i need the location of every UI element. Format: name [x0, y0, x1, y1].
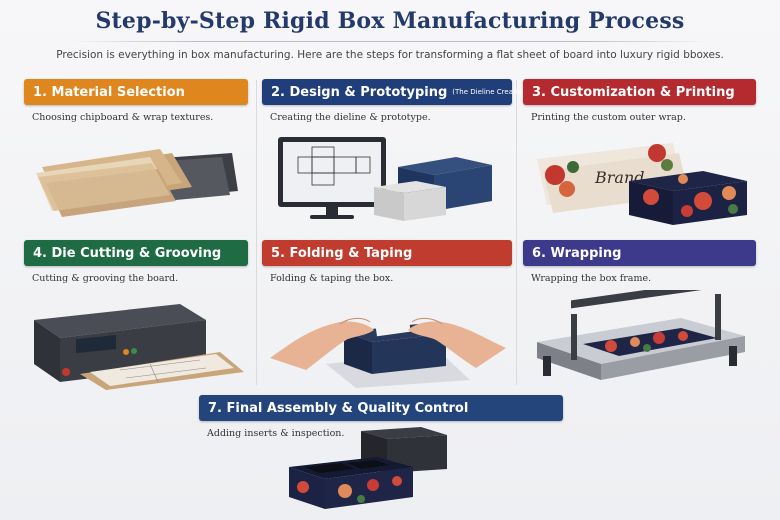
step-card-6: 6. Wrapping Wrapping the box frame.	[523, 240, 756, 390]
step-desc-2: Creating the dieline & prototype.	[270, 112, 431, 123]
step-label-2: 2. Design & Prototyping	[271, 84, 448, 100]
wrapping-machine-illustration	[537, 290, 745, 380]
step-header-4: 4. Die Cutting & Grooving	[24, 240, 248, 266]
column-divider	[256, 80, 257, 385]
step-header-6: 6. Wrapping	[523, 240, 756, 266]
step-desc-1: Choosing chipboard & wrap textures.	[32, 112, 214, 123]
page-title: Step-by-Step Rigid Box Manufacturing Pro…	[95, 8, 685, 34]
title-divider	[70, 41, 710, 42]
step-label-4: 4. Die Cutting & Grooving	[33, 245, 222, 261]
final-assembly-illustration	[289, 427, 447, 509]
step-card-5: 5. Folding & Taping Folding & taping the…	[262, 240, 512, 390]
step-card-1: 1. Material Selection Choosing chipboard…	[24, 79, 248, 229]
step-desc-3: Printing the custom outer wrap.	[531, 112, 686, 123]
step-card-7: 7. Final Assembly & Quality Control Addi…	[199, 395, 563, 515]
step-desc-4: Cutting & grooving the board.	[32, 273, 179, 284]
step-desc-6: Wrapping the box frame.	[531, 273, 652, 284]
material-sheets-illustration	[36, 149, 238, 217]
step-header-3: 3. Customization & Printing	[523, 79, 756, 105]
step-header-2: 2. Design & Prototyping (The Dieline Cre…	[262, 79, 529, 105]
step-label-6: 6. Wrapping	[532, 245, 622, 261]
die-cutting-machine-illustration	[34, 304, 244, 390]
column-divider	[516, 80, 517, 385]
printed-wrap-illustration: Brand	[537, 143, 747, 225]
step-label-small-2: (The Dieline Creation)	[452, 88, 530, 96]
step-label-7: 7. Final Assembly & Quality Control	[208, 400, 469, 416]
step-card-4: 4. Die Cutting & Grooving Cutting & groo…	[24, 240, 248, 390]
page-subtitle: Precision is everything in box manufactu…	[56, 49, 724, 61]
step-header-7: 7. Final Assembly & Quality Control	[199, 395, 563, 421]
step-header-1: 1. Material Selection	[24, 79, 248, 105]
step-label-5: 5. Folding & Taping	[271, 245, 413, 261]
step-header-5: 5. Folding & Taping	[262, 240, 512, 266]
step-desc-5: Folding & taping the box.	[270, 273, 394, 284]
step-card-2: 2. Design & Prototyping (The Dieline Cre…	[262, 79, 529, 229]
step-desc-7: Adding inserts & inspection.	[207, 428, 345, 439]
step-card-3: 3. Customization & Printing Printing the…	[523, 79, 756, 229]
folding-taping-illustration	[270, 317, 506, 388]
step-label-3: 3. Customization & Printing	[532, 84, 735, 100]
dieline-prototype-illustration	[278, 137, 492, 221]
step-label-1: 1. Material Selection	[33, 84, 185, 100]
